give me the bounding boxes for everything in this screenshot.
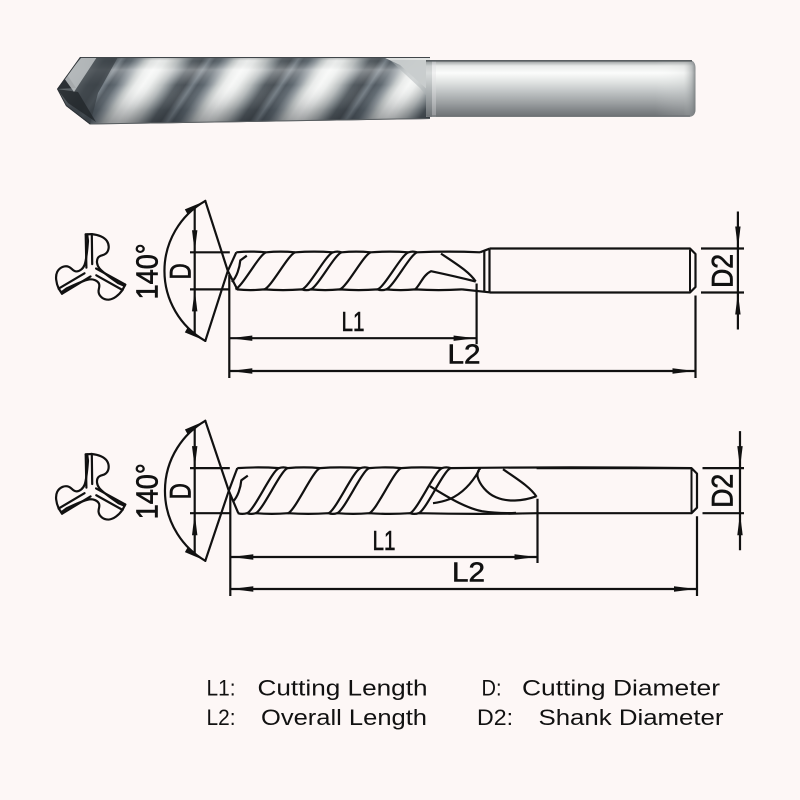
svg-text:140°: 140° [130,463,165,519]
svg-text:L2: L2 [452,557,485,588]
svg-text:D: D [165,263,198,279]
svg-text:L1:: L1: [207,676,236,701]
svg-text:Cutting Length: Cutting Length [258,676,428,701]
svg-text:D2: D2 [707,254,740,288]
svg-text:Cutting Diameter: Cutting Diameter [522,676,721,701]
svg-text:L2: L2 [448,339,481,370]
svg-text:L1: L1 [373,525,396,556]
svg-text:D2:: D2: [477,705,513,730]
svg-text:D:: D: [482,676,502,701]
svg-text:D: D [165,483,198,499]
svg-text:L1: L1 [342,306,365,337]
svg-text:D2: D2 [707,474,740,508]
svg-text:Shank Diameter: Shank Diameter [539,705,725,730]
svg-text:L2:: L2: [207,705,236,730]
svg-text:140°: 140° [130,243,165,299]
svg-text:Overall Length: Overall Length [261,705,427,730]
